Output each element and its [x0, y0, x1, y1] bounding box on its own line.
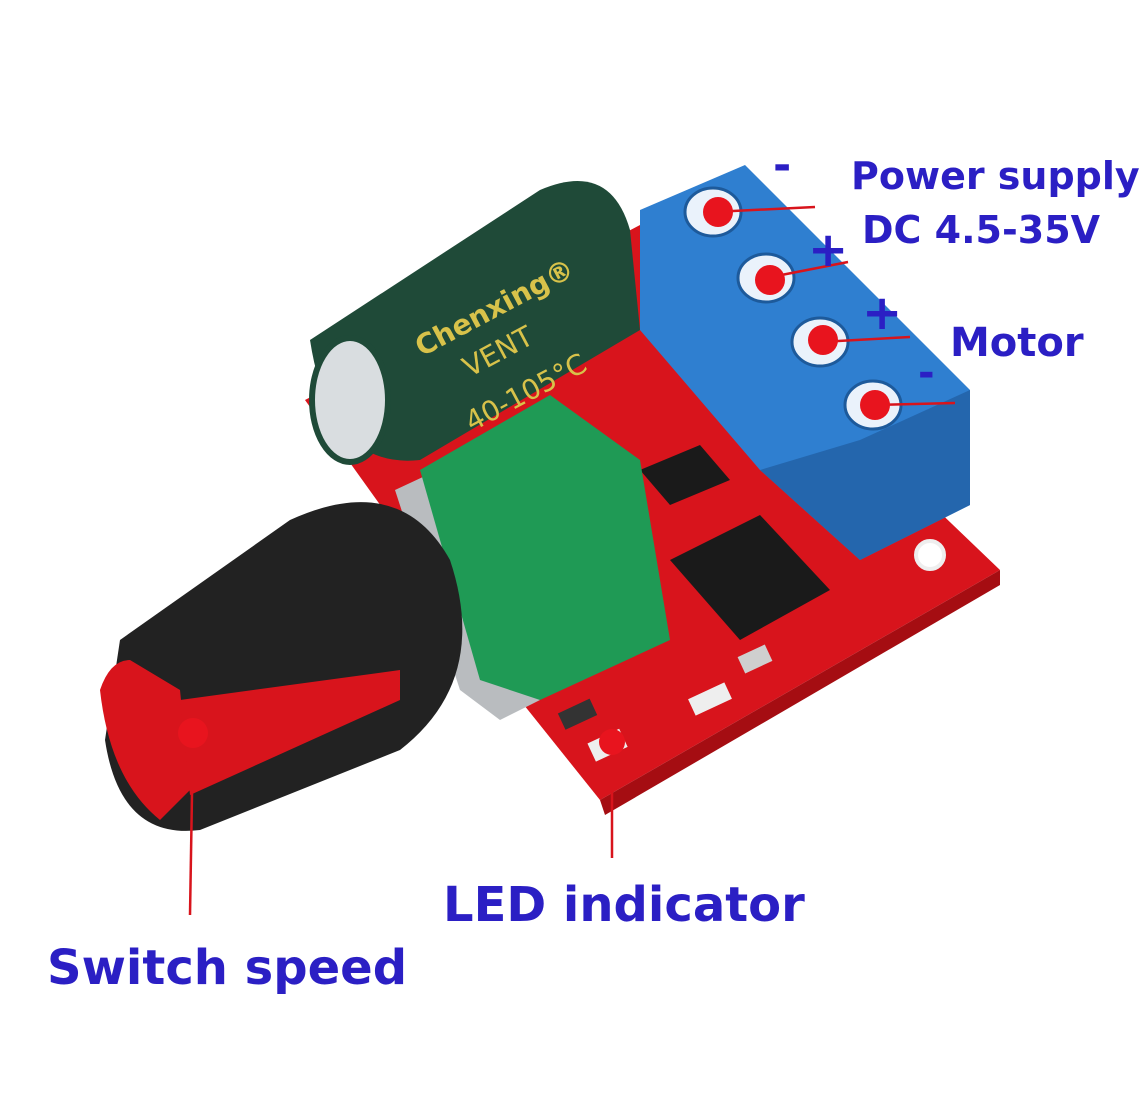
marker-dot — [755, 265, 785, 295]
power-minus-sign: - — [773, 140, 792, 191]
pcb-edge — [600, 570, 1000, 815]
led-indicator-label: LED indicator — [443, 877, 805, 933]
switch-speed-label: Switch speed — [47, 940, 408, 996]
power-voltage-label: DC 4.5-35V — [862, 208, 1101, 252]
smd-component — [557, 698, 598, 730]
marker-dot — [808, 325, 838, 355]
potentiometer-body — [420, 395, 670, 700]
marker-dot — [860, 390, 890, 420]
power-plus-sign: + — [808, 222, 849, 278]
marker-dot — [599, 729, 625, 755]
diode-chip — [640, 445, 730, 505]
capacitor-top — [309, 335, 391, 465]
smd-component — [688, 682, 732, 716]
smd-component — [737, 644, 773, 674]
motor-minus-sign: - — [918, 350, 935, 396]
capacitor-body — [310, 181, 640, 461]
power-supply-label: Power supply — [851, 154, 1140, 198]
marker-dot — [703, 197, 733, 227]
mounting-hole — [914, 539, 946, 571]
knob-red-stripe — [180, 670, 400, 795]
marker-dot — [178, 718, 208, 748]
motor-plus-sign: + — [862, 285, 903, 341]
knob-red-cap — [100, 660, 190, 820]
marker-dots — [178, 197, 890, 755]
terminal-block-side — [760, 390, 970, 560]
mosfet-chip — [670, 515, 830, 640]
motor-label: Motor — [950, 320, 1084, 366]
